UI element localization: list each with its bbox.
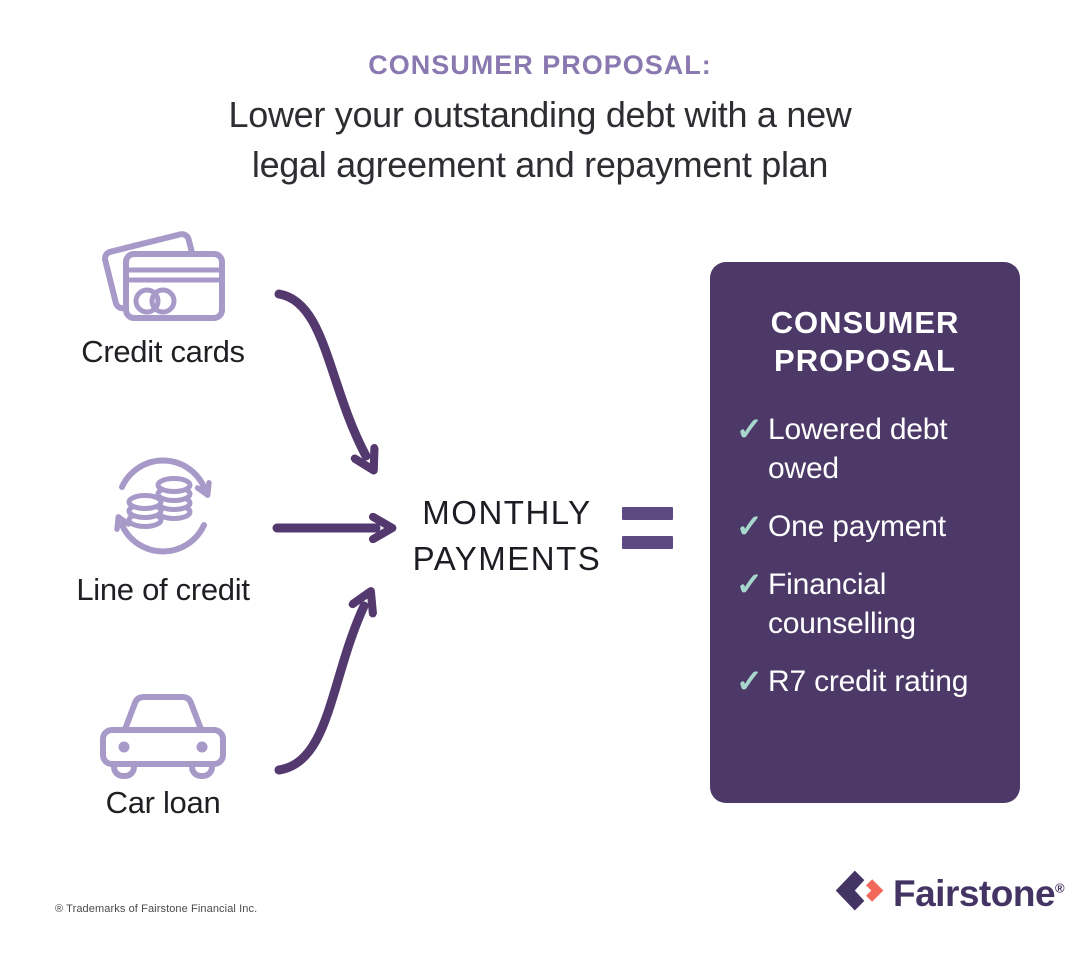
page-title: Lower your outstanding debt with a new l… (0, 90, 1080, 190)
checkmark-icon: ✓ (736, 508, 763, 544)
arrow-credit-cards-to-monthly (274, 289, 366, 456)
list-item: ✓ Lowered debt owed (736, 410, 1000, 488)
monthly-payments-line-1: MONTHLY (422, 494, 592, 531)
arrow-car-loan-to-monthly (274, 606, 364, 775)
checkmark-icon: ✓ (736, 566, 763, 602)
benefit-r7-credit-rating: R7 credit rating (768, 665, 969, 698)
list-item: ✓ R7 credit rating (736, 662, 1000, 701)
checkmark-icon: ✓ (736, 411, 763, 447)
line-of-credit-label: Line of credit (76, 572, 250, 607)
trademark-notice: ® Trademarks of Fairstone Financial Inc. (55, 903, 258, 915)
brand-name: Fairstone (893, 873, 1056, 914)
panel-title-line-1: CONSUMER (770, 305, 960, 340)
fairstone-wordmark: Fairstone® (893, 873, 1065, 915)
fairstone-logo-icon (835, 870, 884, 911)
monthly-payments-line-2: PAYMENTS (412, 540, 602, 577)
page-title-line-1: Lower your outstanding debt with a new (228, 94, 852, 135)
checkmark-icon: ✓ (736, 663, 763, 699)
equals-bar-bottom (622, 536, 673, 549)
panel-title: CONSUMER PROPOSAL (710, 304, 1020, 380)
credit-cards-label: Credit cards (81, 334, 245, 369)
panel-title-line-2: PROPOSAL (774, 343, 956, 378)
registered-mark: ® (1055, 880, 1065, 896)
equals-sign (622, 507, 673, 549)
list-item: ✓ One payment (736, 507, 1000, 546)
car-loan-label: Car loan (105, 785, 221, 820)
benefits-list: ✓ Lowered debt owed ✓ One payment ✓ Fina… (736, 410, 1000, 701)
list-item: ✓ Financial counselling (736, 565, 1000, 643)
monthly-payments-label: MONTHLY PAYMENTS (398, 490, 616, 582)
consumer-proposal-panel: CONSUMER PROPOSAL ✓ Lowered debt owed ✓ … (710, 262, 1020, 803)
benefit-lowered-debt: Lowered debt owed (768, 413, 948, 485)
benefit-one-payment: One payment (768, 510, 946, 543)
page-title-line-2: legal agreement and repayment plan (251, 144, 829, 185)
eyebrow-heading: CONSUMER PROPOSAL: (368, 50, 712, 80)
benefit-financial-counselling: Financial counselling (768, 568, 916, 640)
equals-bar-top (622, 507, 673, 520)
